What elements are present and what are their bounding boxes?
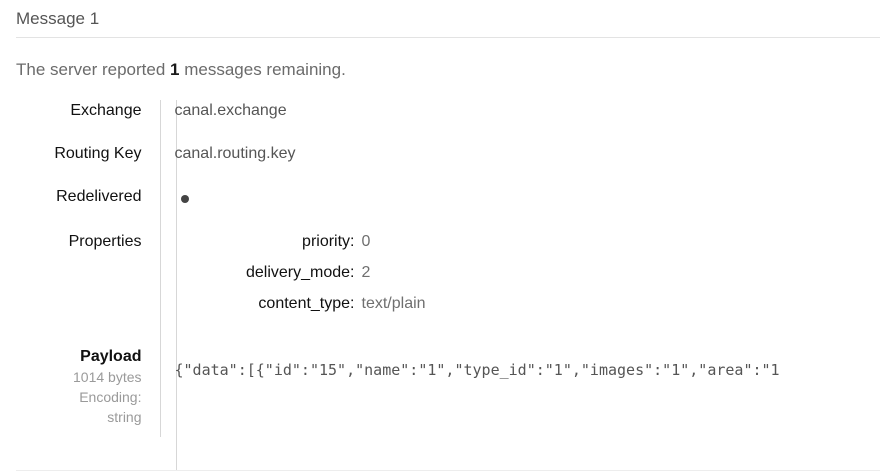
bottom-divider (16, 470, 880, 471)
table-row: Redelivered (0, 186, 896, 231)
property-key-content-type: content_type: (258, 295, 355, 312)
payload-value-cell: {"data":[{"id":"15","name":"1","type_id"… (159, 346, 896, 437)
property-key-delivery-mode: delivery_mode: (246, 264, 355, 281)
redelivered-dot-icon (180, 195, 189, 203)
table-row: Payload 1014 bytes Encoding: string {"da… (0, 346, 896, 437)
payload-label-cell: Payload 1014 bytes Encoding: string (0, 346, 160, 437)
server-summary-text: The server reported 1 messages remaining… (16, 58, 346, 82)
message-detail-table: Exchange canal.exchange Routing Key cana… (0, 100, 896, 437)
property-value-content-type: text/plain (361, 295, 426, 312)
routing-key-value: canal.routing.key (159, 143, 896, 186)
payload-encoding-value: string (107, 409, 142, 425)
list-item: delivery_mode: 2 (179, 262, 426, 293)
payload-label: Payload (80, 348, 142, 365)
properties-label: Properties (68, 233, 142, 250)
page-title: Message 1 (16, 9, 100, 28)
redelivered-value (159, 186, 896, 231)
payload-encoding-label: Encoding: (79, 389, 142, 405)
summary-suffix: messages remaining. (184, 60, 346, 79)
table-row: Properties priority: 0 delivery_mode: 2 (0, 231, 896, 346)
properties-value: priority: 0 delivery_mode: 2 content_typ… (159, 231, 896, 346)
property-value-priority: 0 (361, 233, 371, 250)
summary-prefix: The server reported (16, 60, 166, 79)
remaining-count: 1 (170, 60, 180, 79)
list-item: priority: 0 (179, 231, 426, 262)
properties-table: priority: 0 delivery_mode: 2 content_typ… (179, 231, 426, 324)
table-row: Routing Key canal.routing.key (0, 143, 896, 186)
payload-body: {"data":[{"id":"15","name":"1","type_id"… (174, 361, 780, 379)
exchange-label: Exchange (70, 102, 142, 119)
table-row: Exchange canal.exchange (0, 100, 896, 143)
exchange-value: canal.exchange (159, 100, 896, 143)
payload-size: 1014 bytes (73, 369, 142, 385)
routing-key-label: Routing Key (54, 145, 142, 162)
list-item: content_type: text/plain (179, 293, 426, 324)
redelivered-label: Redelivered (56, 188, 142, 205)
panel-header: Message 1 (16, 8, 880, 38)
property-value-delivery-mode: 2 (361, 264, 371, 281)
property-key-priority: priority: (302, 233, 355, 250)
